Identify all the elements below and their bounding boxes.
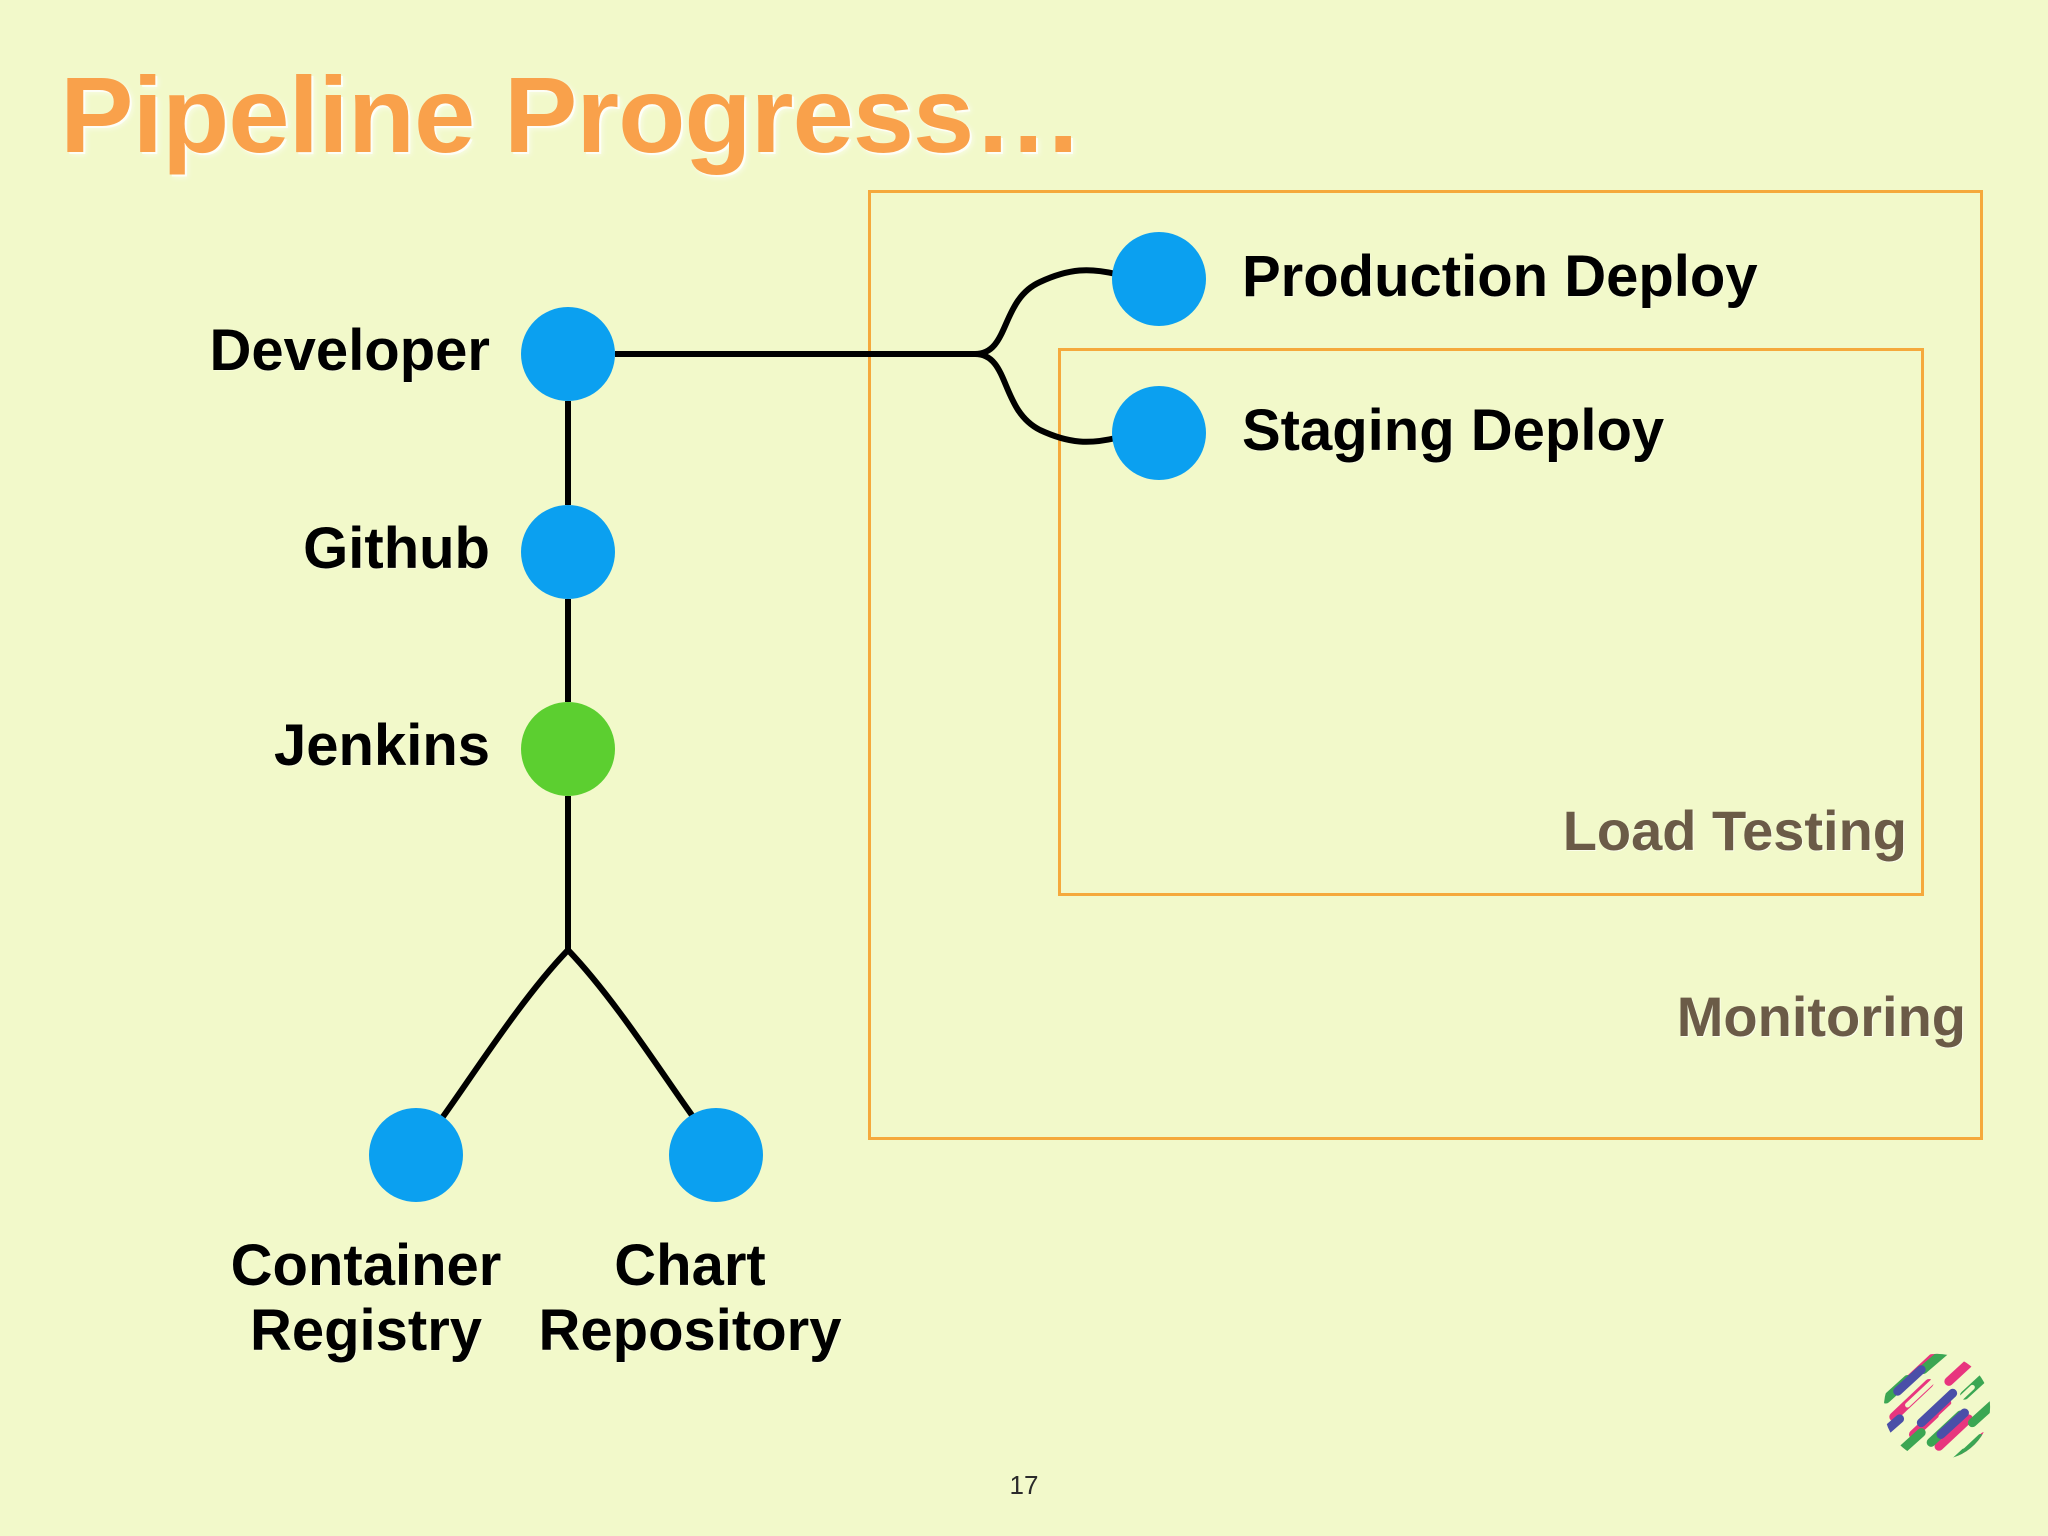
node-label-container-registry-line1: Container [230,1233,502,1298]
node-label-container-registry: Container Registry [146,1233,586,1364]
page-number: 17 [1009,1470,1039,1500]
node-production-deploy[interactable] [1112,232,1206,326]
node-label-staging-deploy: Staging Deploy [1242,398,1665,463]
node-github[interactable] [521,505,615,599]
group-box-load-testing: Load Testing [1058,348,1924,896]
node-chart-repository[interactable] [669,1108,763,1202]
brand-logo-icon [1883,1353,1991,1461]
page-title: Pipeline Progress… [60,54,1083,175]
edge-fork-chart-repository [565,947,702,1127]
node-label-developer: Developer [209,318,490,383]
group-label-load-testing: Load Testing [1562,799,1907,862]
node-jenkins[interactable] [521,702,615,796]
node-staging-deploy[interactable] [1112,386,1206,480]
group-label-monitoring: Monitoring [1676,985,1966,1048]
group-box-monitoring: Monitoring [868,190,1983,1140]
node-label-container-registry-line2: Registry [249,1297,483,1363]
node-developer[interactable] [521,307,615,401]
node-label-chart-repository: Chart Repository [450,1233,930,1364]
node-label-jenkins: Jenkins [274,713,490,778]
node-label-chart-repository-line2: Repository [538,1297,842,1363]
edge-fork-container-registry [434,947,571,1127]
node-label-chart-repository-line1: Chart [614,1233,766,1298]
node-label-github: Github [303,516,490,581]
node-label-production-deploy: Production Deploy [1242,244,1758,309]
node-container-registry[interactable] [369,1108,463,1202]
